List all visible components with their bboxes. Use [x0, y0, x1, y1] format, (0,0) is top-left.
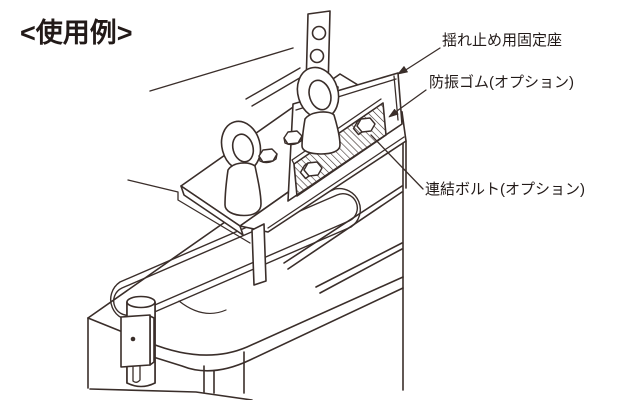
pipe-clamp	[120, 314, 155, 383]
eye-bolt-left	[220, 120, 262, 217]
callout-anti-sway-seat: 揺れ止め用固定座	[442, 32, 562, 49]
eye-bolt-right	[296, 66, 341, 155]
callout-connecting-bolt: 連結ボルト(オプション)	[425, 181, 585, 198]
hex-nut-upper	[283, 130, 303, 146]
hex-nut-lower	[258, 148, 278, 164]
top-groove	[110, 187, 361, 322]
callout-vibration-rubber: 防振ゴム(オプション)	[429, 73, 574, 91]
far-fixing-plate-edges	[149, 47, 304, 107]
connecting-bolt-left	[299, 161, 323, 180]
page-title: <使用例>	[20, 18, 133, 48]
arrowhead-fixing-seat	[397, 66, 408, 75]
leader-fixing-seat	[400, 47, 441, 74]
leader-bolt	[370, 134, 424, 190]
arrowhead-rubber	[388, 108, 399, 118]
callout-leaders	[370, 47, 441, 190]
unit-body	[87, 123, 407, 400]
connecting-bolt-right	[352, 117, 376, 136]
